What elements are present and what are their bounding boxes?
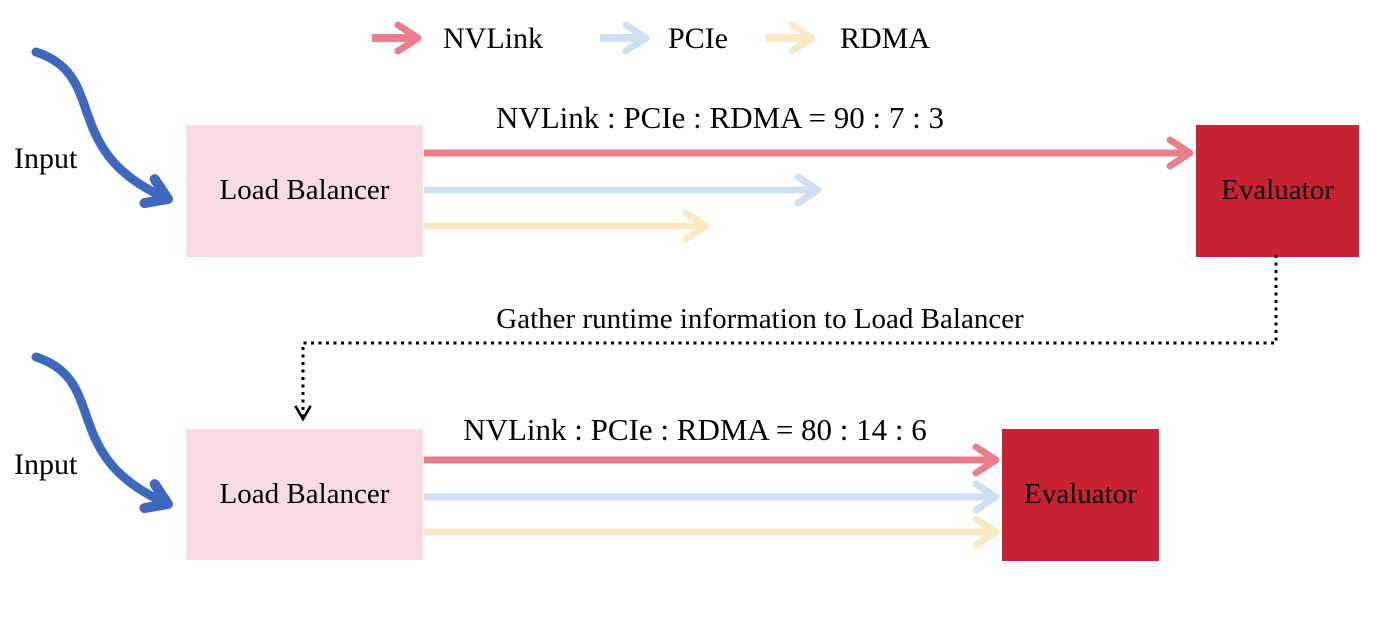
load-balancer-label: Load Balancer: [219, 477, 390, 510]
pcie-link-arrow: [424, 480, 1000, 514]
rdma-link-arrow: [424, 515, 1000, 549]
legend-label-pcie: PCIe: [668, 22, 728, 55]
nvlink-link-arrow: [424, 136, 1194, 170]
legend-label-rdma: RDMA: [840, 22, 931, 55]
nvlink-link-arrow: [424, 443, 1000, 477]
input-label: Input: [14, 448, 78, 481]
load-balancer-label: Load Balancer: [219, 174, 390, 207]
evaluator-label: Evaluator: [1221, 174, 1334, 207]
input-label: Input: [14, 142, 78, 175]
evaluator-label: Evaluator: [1024, 478, 1137, 511]
feedback-arrow: [294, 255, 1278, 422]
evaluator-node: Evaluator: [1002, 429, 1159, 561]
ratio-label: NVLink : PCIe : RDMA = 80 : 14 : 6: [463, 412, 927, 447]
input-curve-arrow-icon: [31, 47, 173, 209]
evaluator-node: Evaluator: [1196, 125, 1359, 257]
pcie-link-arrow: [424, 173, 822, 207]
rdma-link-arrow: [424, 209, 710, 243]
load-balancer-node: Load Balancer: [186, 429, 423, 560]
pcie-legend-arrow-icon: [600, 21, 650, 55]
legend-label-nvlink: NVLink: [443, 22, 543, 55]
feedback-label: Gather runtime information to Load Balan…: [496, 303, 1024, 335]
input-curve-arrow-icon: [31, 352, 173, 514]
nvlink-legend-arrow-icon: [372, 21, 422, 55]
ratio-label: NVLink : PCIe : RDMA = 90 : 7 : 3: [495, 100, 945, 135]
load-balancer-node: Load Balancer: [186, 125, 423, 257]
rdma-legend-arrow-icon: [766, 21, 816, 55]
